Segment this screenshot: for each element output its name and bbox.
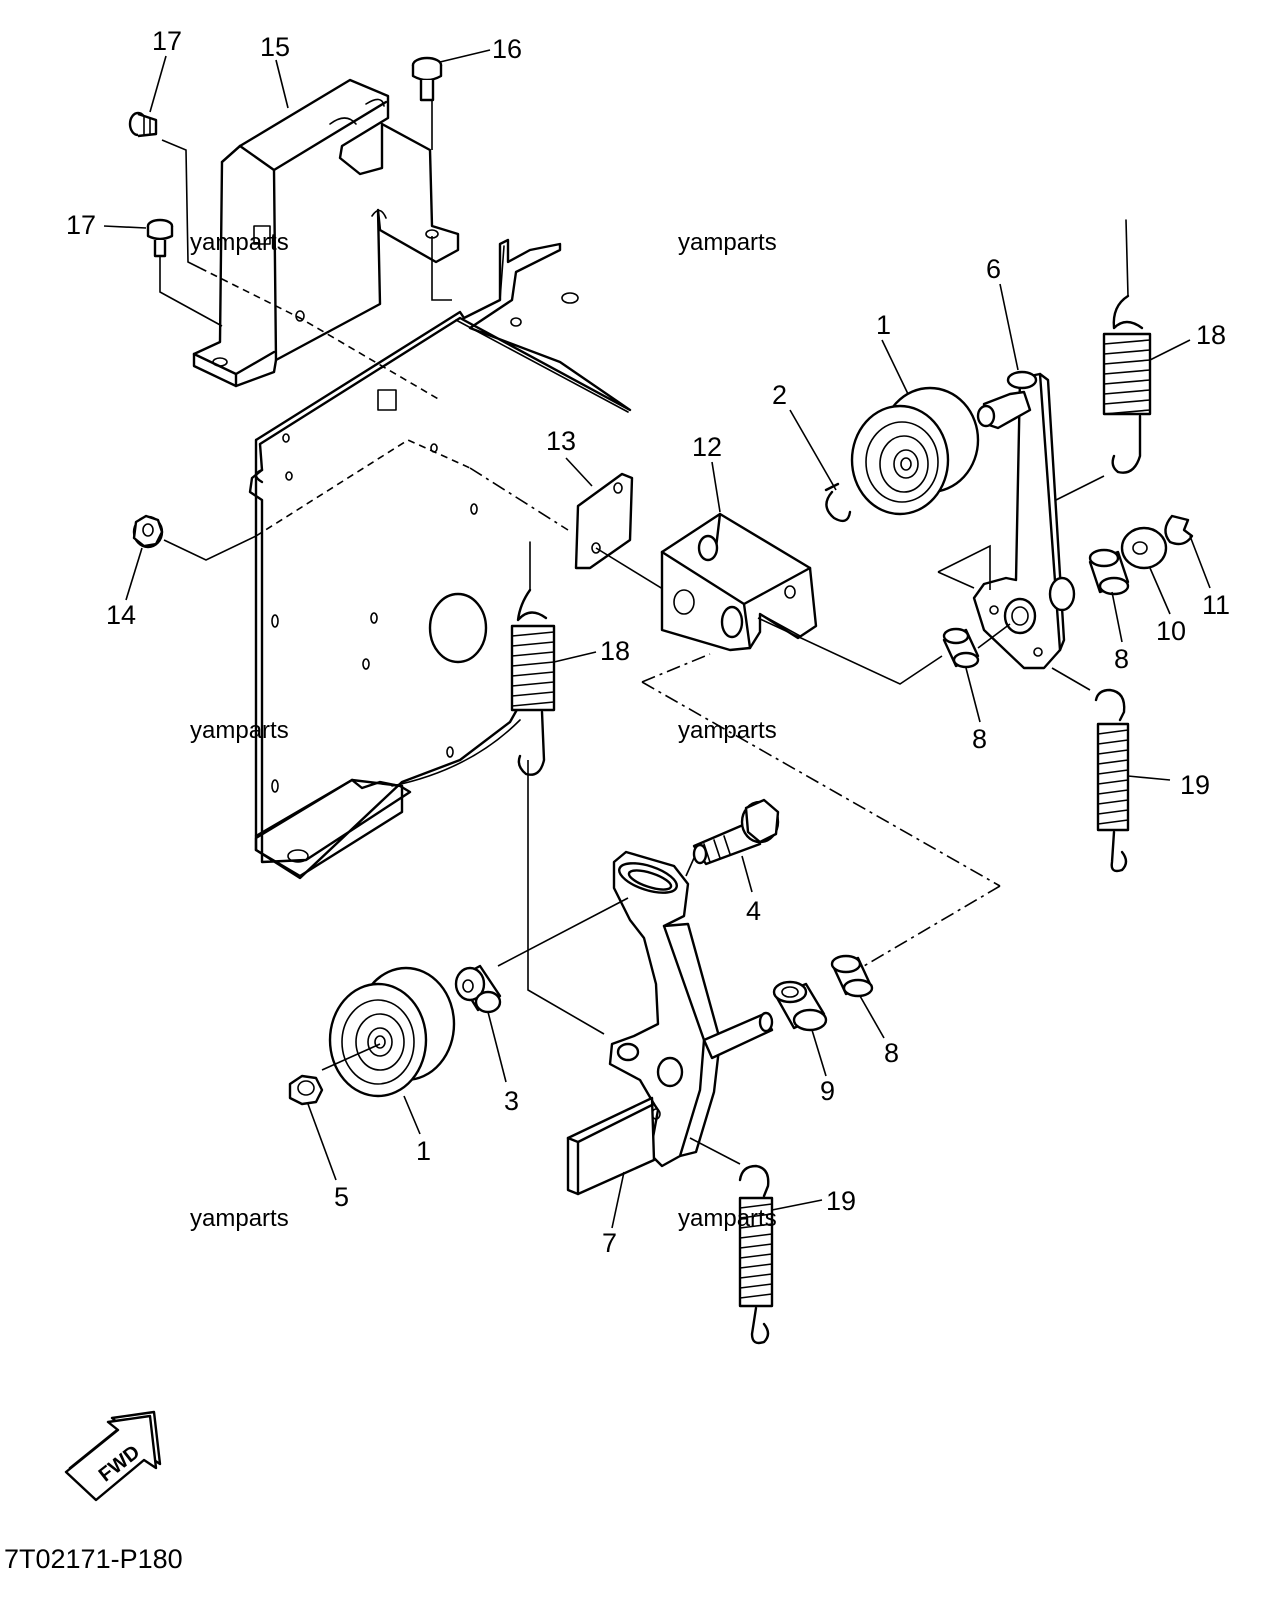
callout-8-right: 8 bbox=[1114, 644, 1129, 674]
base-plate bbox=[248, 238, 632, 880]
nut-5 bbox=[288, 1074, 324, 1106]
bolt-17-lower bbox=[146, 218, 174, 258]
bolt-4 bbox=[692, 798, 780, 866]
callout-5: 5 bbox=[334, 1182, 349, 1212]
spring-18-right bbox=[1102, 219, 1152, 474]
bolt-16 bbox=[411, 56, 443, 102]
callout-13: 13 bbox=[546, 426, 576, 456]
callout-18-right: 18 bbox=[1196, 320, 1226, 350]
plate-13 bbox=[574, 472, 634, 570]
pulley-1-upper bbox=[850, 386, 980, 516]
spring-19-lower bbox=[738, 1164, 774, 1345]
watermark-2: yamparts bbox=[678, 229, 777, 256]
spring-19-right bbox=[1094, 688, 1130, 873]
callout-18-middle: 18 bbox=[600, 636, 630, 666]
callout-11: 11 bbox=[1202, 590, 1230, 620]
callout-4: 4 bbox=[746, 896, 761, 926]
watermark-4: yamparts bbox=[678, 717, 777, 744]
callout-1-upper: 1 bbox=[876, 310, 891, 340]
fwd-arrow: FWD bbox=[64, 1410, 162, 1502]
callout-10: 10 bbox=[1156, 616, 1186, 646]
callout-7: 7 bbox=[602, 1228, 617, 1258]
arm-7 bbox=[566, 850, 774, 1196]
callout-16: 16 bbox=[492, 34, 522, 64]
callout-17-upper: 17 bbox=[152, 26, 182, 56]
callout-17-lower: 17 bbox=[66, 210, 96, 240]
watermark-6: yamparts bbox=[678, 1205, 777, 1232]
callout-8-mid: 8 bbox=[972, 724, 987, 754]
callout-15: 15 bbox=[260, 32, 290, 62]
callout-19-lower: 19 bbox=[826, 1186, 856, 1216]
spring-18-middle bbox=[510, 541, 556, 776]
watermark-5: yamparts bbox=[190, 1205, 289, 1232]
callout-8-lower: 8 bbox=[884, 1038, 899, 1068]
callout-19-right: 19 bbox=[1180, 770, 1210, 800]
bushing-8-mid bbox=[942, 627, 980, 669]
washer-10 bbox=[1120, 526, 1168, 570]
bushing-8-lower bbox=[830, 954, 874, 998]
eclip-11 bbox=[1164, 514, 1194, 546]
bushing-3 bbox=[454, 964, 502, 1014]
watermark-3: yamparts bbox=[190, 717, 289, 744]
bushing-8-right bbox=[1088, 548, 1130, 596]
callout-labels: 17 15 16 17 6 1 18 2 13 12 14 18 8 10 11… bbox=[66, 26, 1230, 1258]
bushing-9 bbox=[772, 980, 828, 1032]
nut-14 bbox=[132, 514, 164, 549]
callout-14: 14 bbox=[106, 600, 136, 630]
arm-6 bbox=[972, 370, 1076, 670]
callout-3: 3 bbox=[504, 1086, 519, 1116]
bolt-17-upper bbox=[128, 111, 158, 138]
bracket-12 bbox=[660, 512, 818, 652]
pulley-1-lower bbox=[328, 966, 456, 1098]
callout-12: 12 bbox=[692, 432, 722, 462]
callout-2: 2 bbox=[772, 380, 787, 410]
drawing-code: 7T02171-P180 bbox=[4, 1544, 183, 1574]
callout-1-lower: 1 bbox=[416, 1136, 431, 1166]
callout-9: 9 bbox=[820, 1076, 835, 1106]
watermark-1: yamparts bbox=[190, 229, 289, 256]
circlip-2 bbox=[824, 482, 852, 523]
callout-6: 6 bbox=[986, 254, 1001, 284]
watermarks: yamparts yamparts yamparts yamparts yamp… bbox=[190, 229, 777, 1232]
